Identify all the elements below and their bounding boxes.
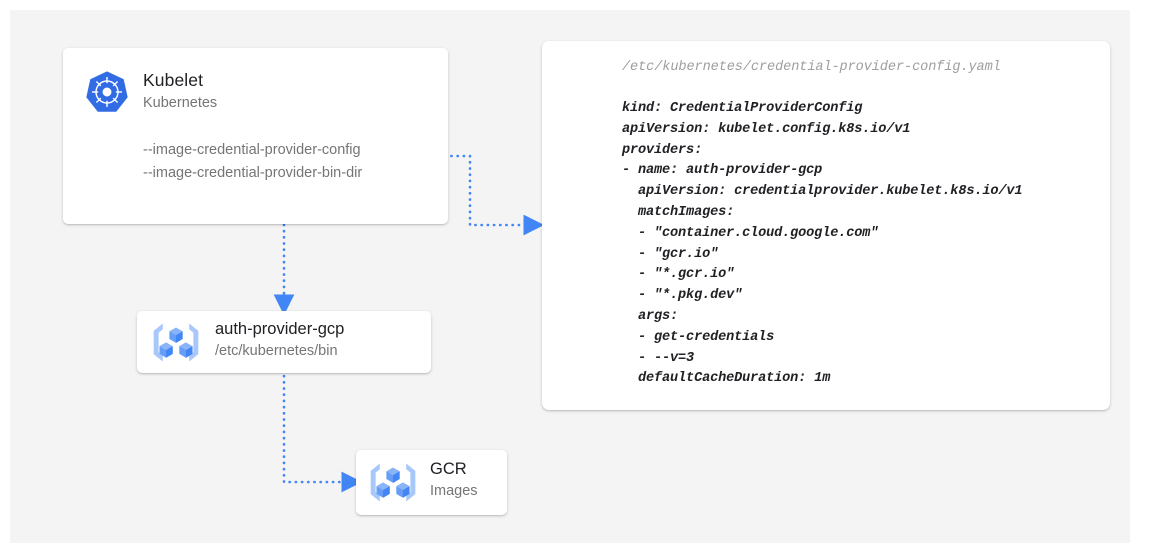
yaml-file-path: /etc/kubernetes/credential-provider-conf… [622, 60, 1001, 75]
kubelet-card[interactable]: Kubelet Kubernetes --image-credential-pr… [63, 48, 448, 224]
gcr-card[interactable]: GCR Images [356, 450, 507, 515]
kubelet-title: Kubelet [143, 70, 204, 90]
auth-provider-gcp-title: auth-provider-gcp [215, 320, 345, 338]
gcp-container-registry-icon [370, 463, 416, 502]
credential-provider-config-panel[interactable]: /etc/kubernetes/credential-provider-conf… [542, 41, 1110, 410]
kubernetes-logo-icon [86, 71, 128, 112]
kubelet-flag-image-credential-provider-bin-dir: --image-credential-provider-bin-dir [143, 165, 363, 181]
auth-provider-gcp-card[interactable]: auth-provider-gcp /etc/kubernetes/bin [137, 311, 431, 373]
kubelet-flag-image-credential-provider-config: --image-credential-provider-config [143, 142, 361, 158]
yaml-content: kind: CredentialProviderConfig apiVersio… [622, 101, 1023, 387]
auth-provider-gcp-subtitle: /etc/kubernetes/bin [215, 343, 338, 359]
gcp-container-registry-icon [153, 323, 199, 362]
gcr-subtitle: Images [430, 483, 478, 499]
kubelet-subtitle: Kubernetes [143, 95, 218, 111]
gcr-title: GCR [430, 460, 467, 478]
